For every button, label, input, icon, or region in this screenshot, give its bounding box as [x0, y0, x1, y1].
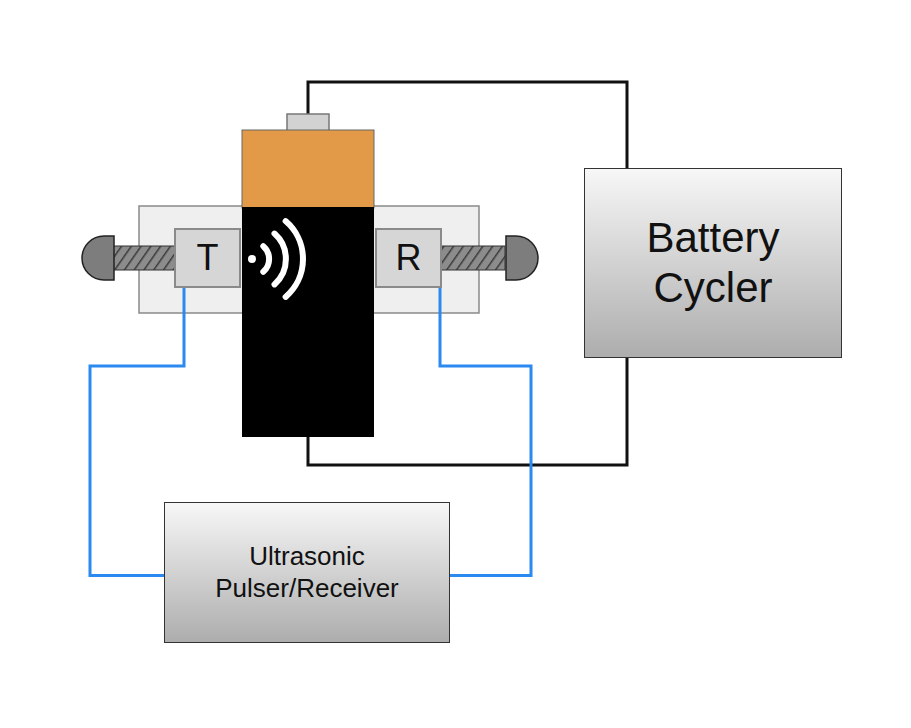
battery-terminal [287, 114, 329, 131]
screw-head [82, 236, 114, 280]
wave-symbol [248, 221, 303, 297]
transmitter-box: T [174, 228, 241, 288]
node-label: Ultrasonic Pulser/Receiver [179, 541, 435, 603]
battery-body [242, 207, 374, 437]
pulser-box: Ultrasonic Pulser/Receiver [164, 502, 450, 643]
node-label: T [197, 236, 219, 279]
screw-head [506, 236, 538, 280]
cycler-box: Battery Cycler [584, 168, 842, 358]
node-label: Battery Cycler [605, 213, 821, 314]
signal-cable [440, 288, 531, 576]
screw-thread [113, 246, 175, 270]
receiver-box: R [375, 228, 442, 288]
node-label: R [396, 236, 422, 279]
battery-cap [242, 130, 374, 208]
screw-thread [441, 246, 505, 270]
